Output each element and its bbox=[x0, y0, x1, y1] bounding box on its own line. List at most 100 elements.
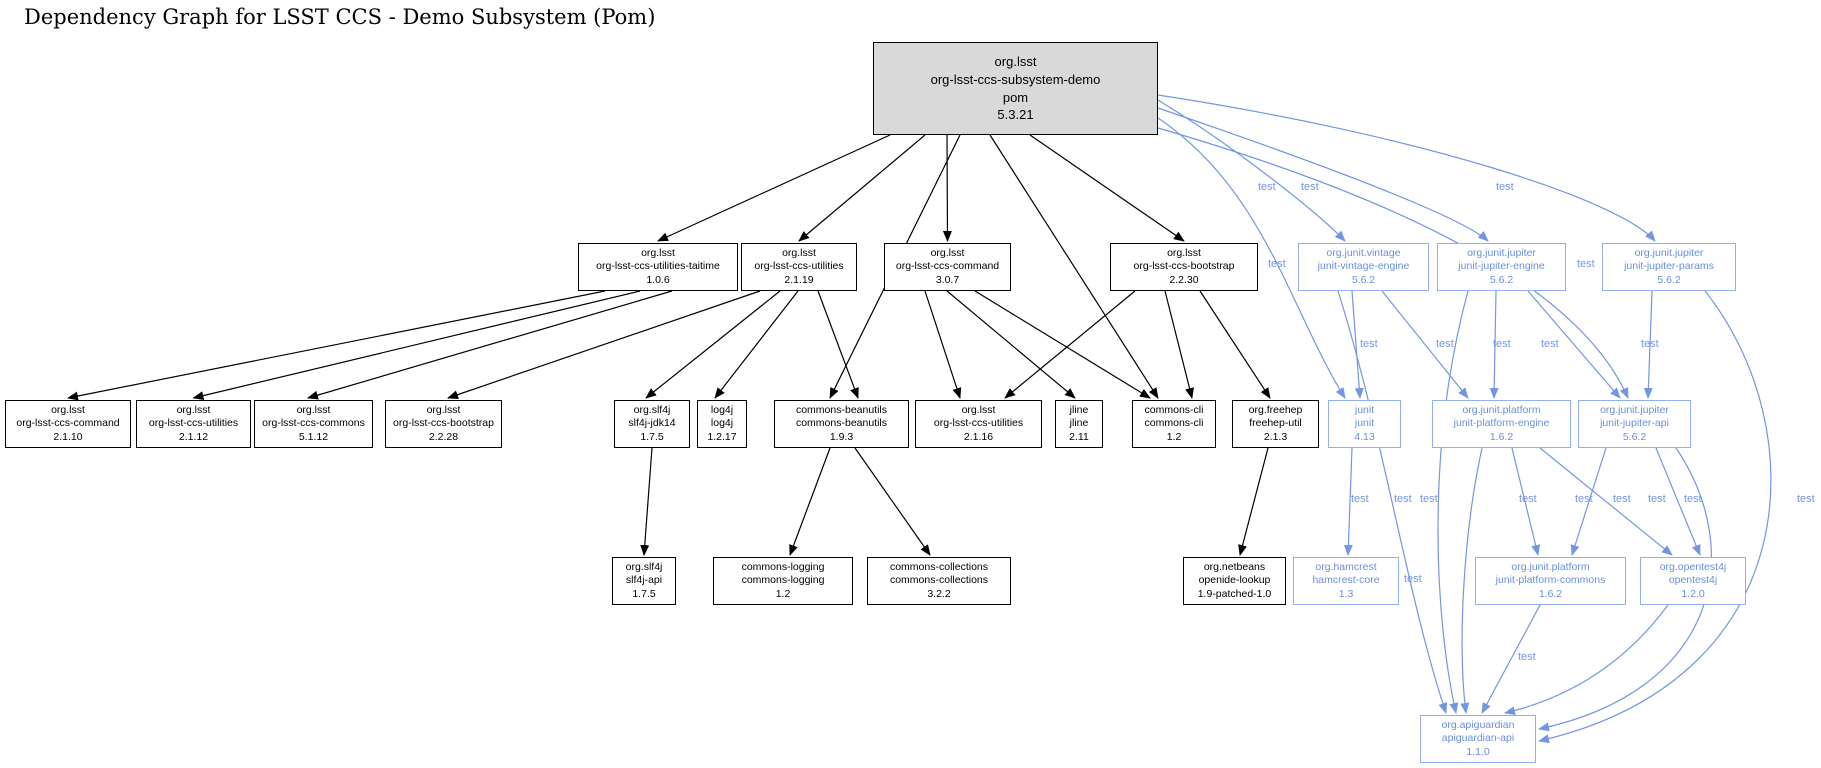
node-label: 1.6.2 bbox=[1538, 587, 1563, 600]
node-label: 1.9-patched-1.0 bbox=[1197, 587, 1272, 600]
node-label: org-lsst-ccs-utilities bbox=[754, 260, 844, 273]
node-label: 1.6.2 bbox=[1489, 430, 1514, 443]
edge-root-vintage bbox=[1157, 99, 1346, 242]
node-label: org-lsst-ccs-utilities-taitime bbox=[596, 260, 720, 273]
node-label: org.lsst bbox=[782, 246, 816, 259]
node-label: org-lsst-ccs-bootstrap bbox=[393, 417, 494, 430]
edge-util2119-beanutils bbox=[817, 290, 859, 399]
edge-label-test: test bbox=[1360, 338, 1378, 350]
node-label: 3.0.7 bbox=[935, 273, 960, 286]
node-label: junit-platform-engine bbox=[1453, 417, 1550, 430]
node-label: commons-cli bbox=[1144, 417, 1204, 430]
node-label: commons-logging bbox=[741, 574, 825, 587]
edge-root-commonscli bbox=[989, 134, 1159, 399]
node-label: org.junit.jupiter bbox=[1600, 403, 1669, 416]
edge-label-test: test bbox=[1404, 573, 1422, 585]
node-label: 2.2.30 bbox=[1169, 273, 1199, 286]
node-label: 2.11 bbox=[1069, 430, 1089, 443]
node-label: commons-logging bbox=[741, 560, 825, 573]
node-label: log4j bbox=[710, 417, 734, 430]
node-label: 1.9.3 bbox=[829, 430, 854, 443]
node-label: log4j bbox=[710, 403, 734, 416]
edge-cmd307-commonscli bbox=[974, 290, 1151, 399]
edge-label-test: test bbox=[1518, 651, 1536, 663]
edge-pfcommons-apiguardian bbox=[1481, 604, 1541, 714]
edge-jupparams-apiguardian bbox=[1538, 290, 1772, 744]
node-label: 1.7.5 bbox=[640, 430, 664, 443]
edge-beanutils-clogging bbox=[789, 447, 831, 556]
edge-root-jupeng bbox=[1157, 107, 1489, 242]
edge-label-test: test bbox=[1394, 493, 1412, 505]
node-label: junit-vintage-engine bbox=[1317, 260, 1410, 273]
node-label: org-lsst-ccs-commons bbox=[262, 417, 365, 430]
node-label: org.lsst bbox=[641, 246, 675, 259]
edge-label-test: test bbox=[1575, 493, 1593, 505]
node-label: org-lsst-ccs-subsystem-demo bbox=[930, 71, 1101, 87]
edge-root-boot2230 bbox=[1029, 134, 1185, 242]
node-label: org-lsst-ccs-command bbox=[16, 417, 120, 430]
edge-jupapi-apiguardian bbox=[1538, 447, 1712, 732]
node-label: 1.2.17 bbox=[707, 430, 737, 443]
edge-jupapi-pfcommons bbox=[1570, 447, 1607, 556]
node-label: freehep-util bbox=[1249, 417, 1302, 430]
edge-boot2230-freehep bbox=[1199, 290, 1271, 399]
node-label: 1.1.0 bbox=[1466, 745, 1490, 758]
node-label: jline bbox=[1069, 403, 1089, 416]
edge-vintage-pfeng bbox=[1381, 290, 1469, 399]
node-label: 2.1.16 bbox=[963, 430, 994, 443]
node-label: 5.6.2 bbox=[1351, 273, 1376, 286]
node-label: 1.2 bbox=[775, 587, 791, 600]
edge-pfeng-opentest4j bbox=[1539, 447, 1673, 556]
node-label: org.junit.platform bbox=[1511, 560, 1590, 573]
node-label: junit-jupiter-params bbox=[1624, 260, 1714, 273]
edge-label-test: test bbox=[1684, 493, 1702, 505]
node-label: 5.6.2 bbox=[1489, 273, 1514, 286]
edge-cmd307-util2116 bbox=[924, 290, 962, 399]
node-label: junit bbox=[1354, 417, 1375, 430]
edge-vintage-junit413 bbox=[1351, 290, 1364, 399]
edge-label-test: test bbox=[1493, 338, 1511, 350]
node-label: org.slf4j bbox=[633, 403, 671, 416]
node-label: 2.1.10 bbox=[53, 430, 83, 443]
node-label: apiguardian-api bbox=[1441, 732, 1515, 745]
node-label: org.lsst bbox=[426, 403, 461, 416]
node-label: org-lsst-ccs-bootstrap bbox=[1133, 260, 1235, 273]
edge-label-test: test bbox=[1496, 181, 1514, 193]
edge-util2119-log4j bbox=[714, 290, 799, 399]
node-label: org.junit.jupiter bbox=[1467, 246, 1536, 259]
node-label: 2.1.3 bbox=[1263, 430, 1288, 443]
node-label: openide-lookup bbox=[1198, 574, 1271, 587]
node-label: jline bbox=[1069, 417, 1089, 430]
node-label: org-lsst-ccs-command bbox=[895, 260, 1000, 273]
edge-label-test: test bbox=[1301, 181, 1319, 193]
node-label: commons-cli bbox=[1144, 403, 1204, 416]
edge-vintage-apiguardian bbox=[1337, 290, 1448, 714]
node-label: org.junit.jupiter bbox=[1634, 246, 1704, 259]
node-label: slf4j-jdk14 bbox=[628, 417, 676, 430]
node-label: slf4j-api bbox=[625, 574, 663, 587]
edge-boot2230-commonscli bbox=[1164, 290, 1194, 399]
edge-opentest4j-apiguardian bbox=[1504, 604, 1669, 716]
node-label: 1.2 bbox=[1166, 430, 1182, 443]
node-label: commons-beanutils bbox=[795, 417, 888, 430]
node-label: org.netbeans bbox=[1203, 560, 1266, 573]
edge-util2119-boot2228 bbox=[447, 290, 761, 400]
edge-jupparams-jupapi bbox=[1643, 290, 1653, 399]
node-label: commons-beanutils bbox=[795, 403, 888, 416]
node-label: org-lsst-ccs-utilities bbox=[933, 417, 1024, 430]
